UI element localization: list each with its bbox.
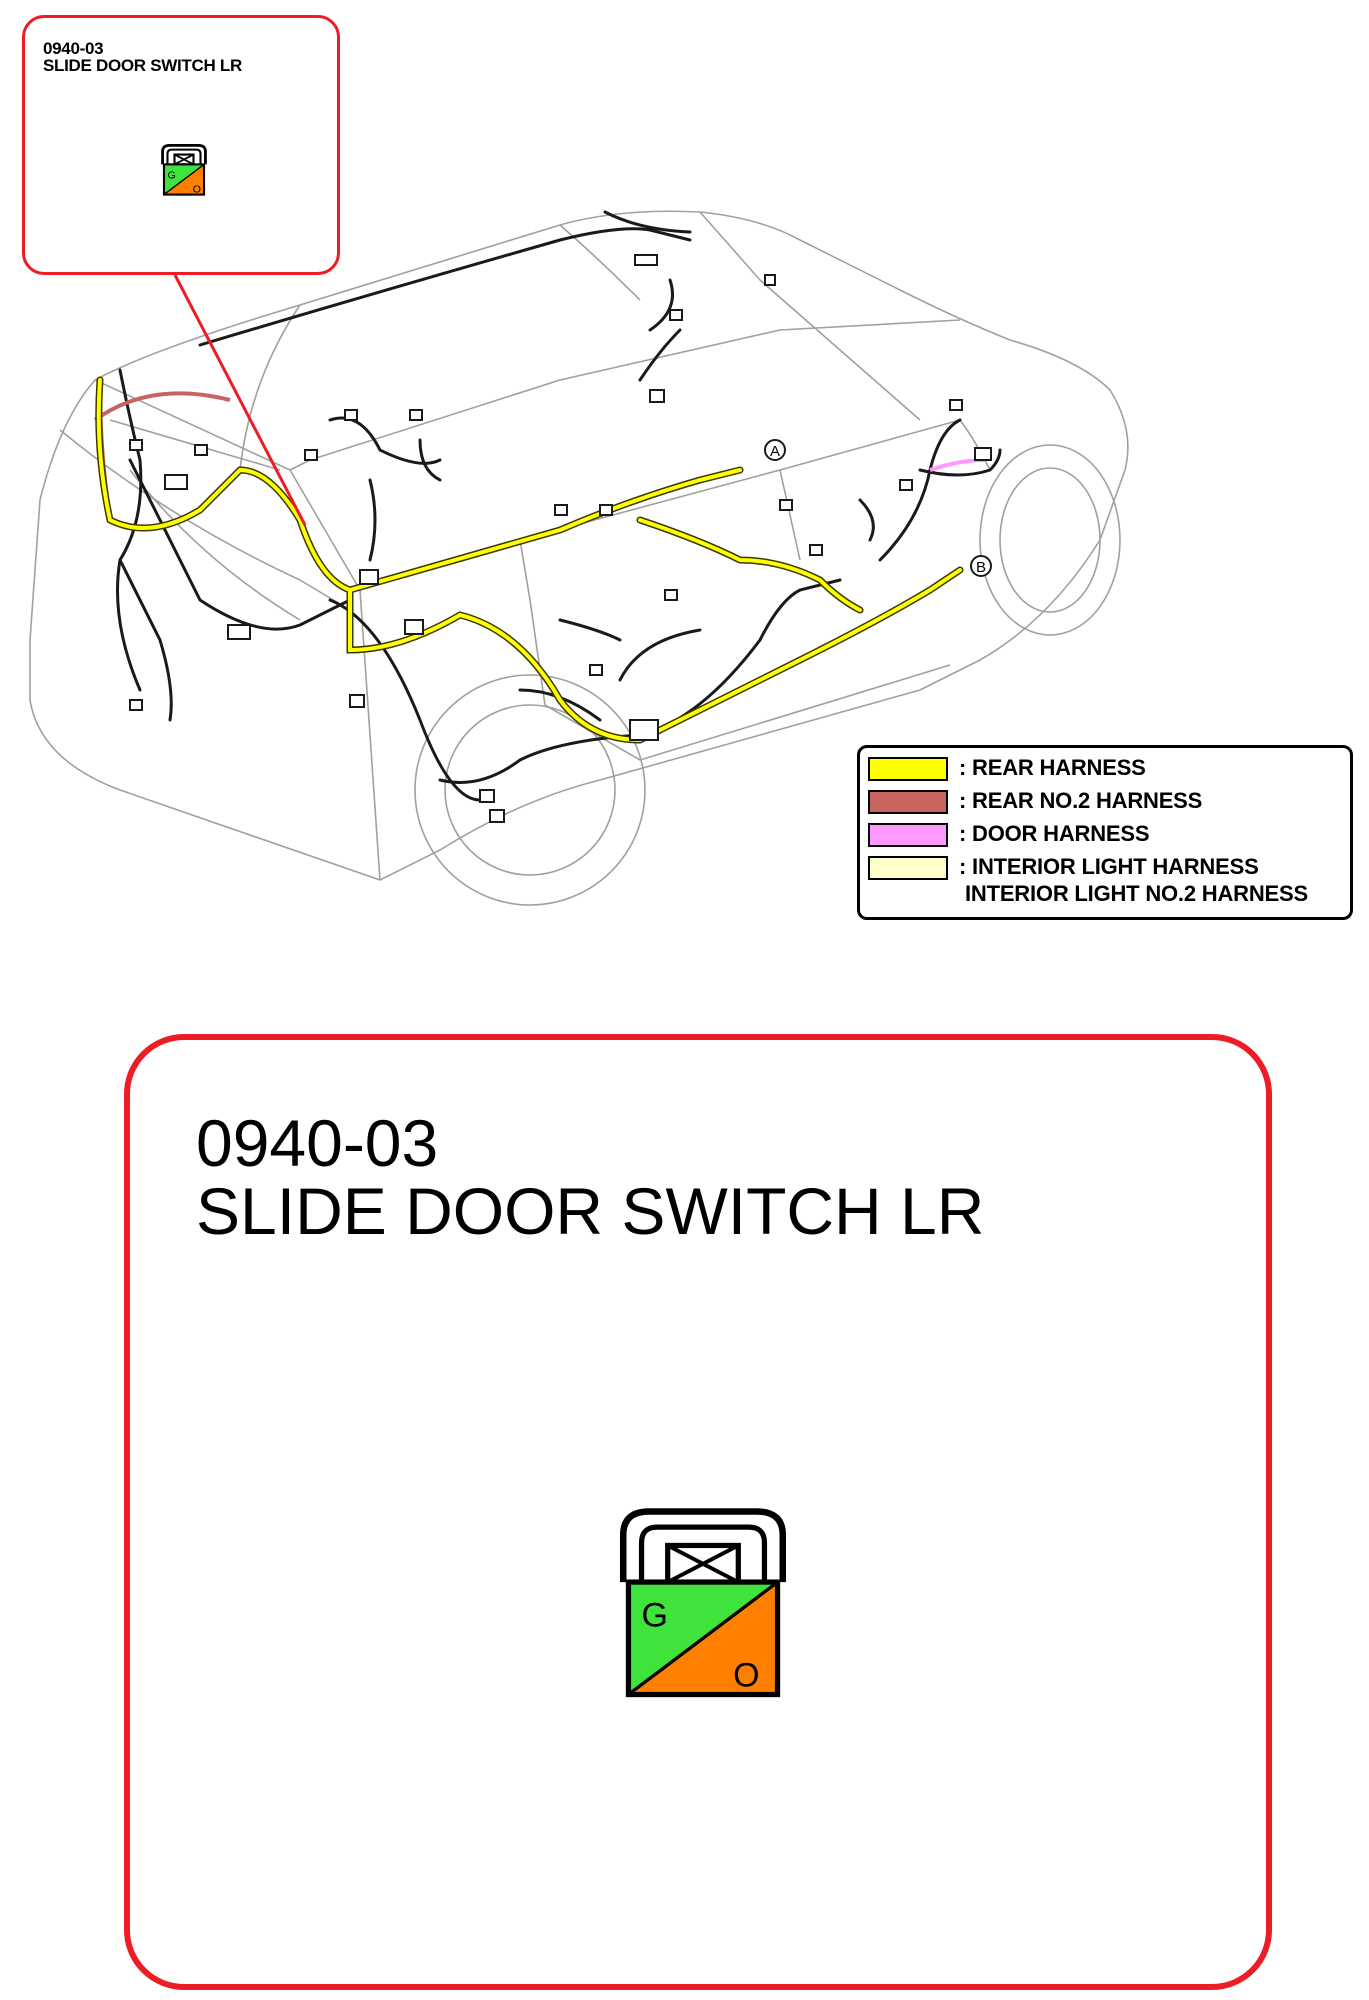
- connector-name: SLIDE DOOR SWITCH LR: [196, 1174, 985, 1248]
- svg-text:B: B: [976, 559, 986, 576]
- connector-blocks: [129, 254, 992, 823]
- svg-text:A: A: [770, 443, 780, 460]
- callout-leader-line: [173, 274, 307, 526]
- pin-o-area: [628, 1582, 778, 1695]
- legend-swatch: [868, 790, 948, 814]
- connector-icon-small: G O: [161, 144, 207, 196]
- pin-o-label: O: [733, 1657, 759, 1695]
- legend-label: : DOOR HARNESS: [959, 821, 1150, 846]
- connector-callout-large: 0940-03 SLIDE DOOR SWITCH LR G O: [124, 1034, 1272, 1990]
- rear-harness-wires-fill: [96, 378, 962, 743]
- svg-text:G: G: [167, 169, 175, 181]
- legend-label: : INTERIOR LIGHT HARNESS: [959, 854, 1259, 879]
- legend-swatch: [868, 757, 948, 781]
- connector-name-small: SLIDE DOOR SWITCH LR: [43, 56, 242, 75]
- pin-g-label: G: [642, 1597, 668, 1635]
- svg-text:O: O: [193, 183, 201, 195]
- connector-code-small: 0940-03: [43, 39, 104, 58]
- marker-a: A: [764, 439, 786, 461]
- legend-label: : REAR HARNESS: [959, 755, 1146, 780]
- legend-label: : REAR NO.2 HARNESS: [959, 788, 1203, 813]
- black-wires: [116, 210, 1002, 802]
- legend-swatch: [868, 856, 948, 880]
- connector-face-icon: G O: [619, 1508, 787, 1698]
- rear-harness-wires: [95, 376, 964, 744]
- wheels: [414, 444, 1121, 906]
- legend-label-2: INTERIOR LIGHT NO.2 HARNESS: [965, 881, 1308, 906]
- marker-b: B: [970, 555, 992, 577]
- door-wires: [929, 458, 986, 472]
- connector-code: 0940-03: [196, 1106, 439, 1180]
- harness-legend: : REAR HARNESS : REAR NO.2 HARNESS : DOO…: [857, 745, 1353, 920]
- legend-swatch: [868, 823, 948, 847]
- connector-callout-small: 0940-03 SLIDE DOOR SWITCH LR G O: [22, 15, 340, 275]
